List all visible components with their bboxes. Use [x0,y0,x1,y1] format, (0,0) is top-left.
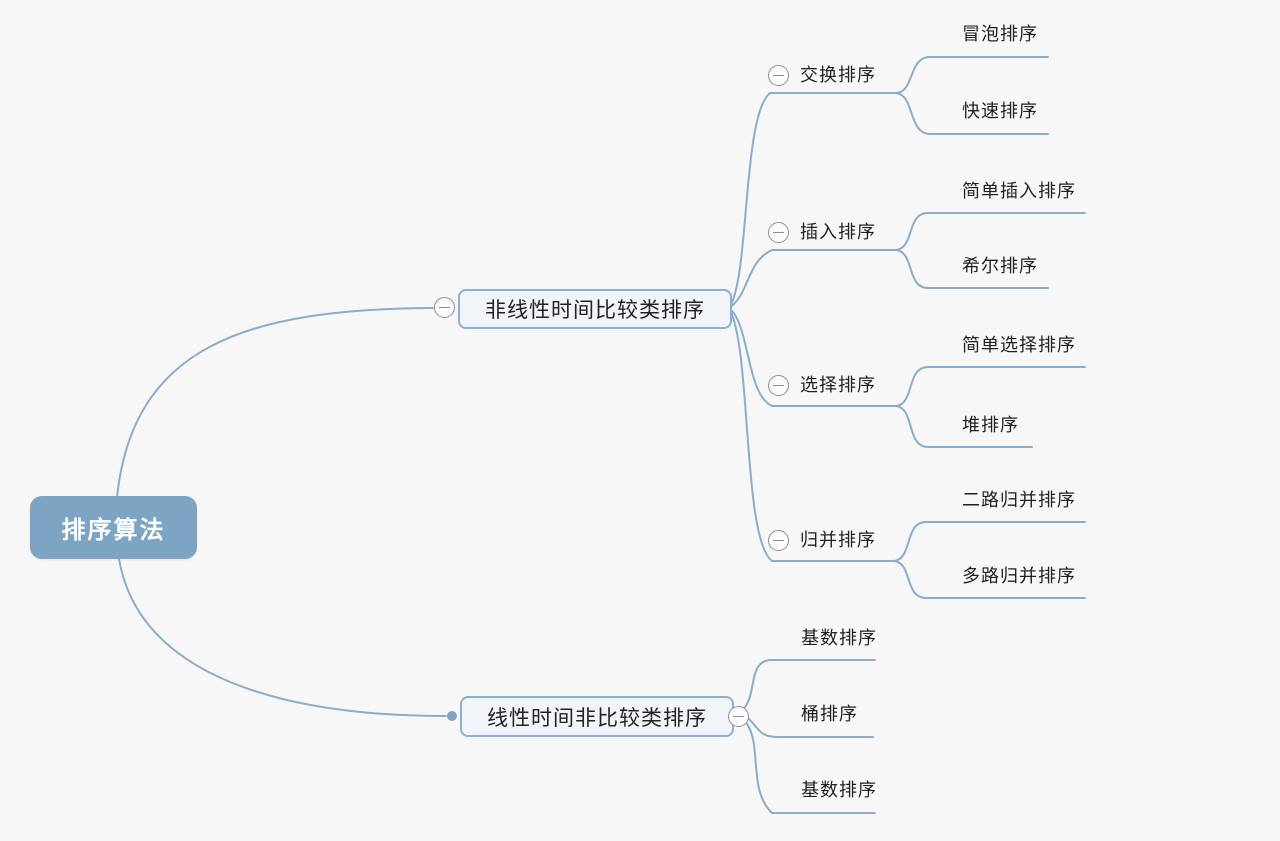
node-merge-sort[interactable]: 归并排序 [800,530,876,550]
connector-to-bucket-sort [748,718,874,738]
node-shell-sort[interactable]: 希尔排序 [962,256,1038,276]
connector-to-bubble-sort [895,56,1049,94]
node-selection-sort[interactable]: 选择排序 [800,375,876,395]
collapse-button-merge-sort[interactable] [768,530,789,551]
connector-to-insertion-sort [728,249,897,309]
node-simple-selection-sort[interactable]: 简单选择排序 [962,335,1076,355]
connector-to-selection-sort [728,307,897,407]
collapse-button-exchange-sort[interactable] [768,65,789,86]
connection-dot [447,711,457,721]
connector-to-radix-sort-2 [746,723,876,814]
connector-to-exchange-sort [728,92,897,309]
connector-to-shell-sort [895,249,1049,289]
node-radix-sort-2[interactable]: 基数排序 [801,780,877,800]
node-multi-way-merge-sort[interactable]: 多路归并排序 [962,566,1076,586]
collapse-button-top-branch[interactable] [434,297,455,318]
connector-root-to-bottom-branch [118,558,447,717]
connector-to-radix-sort-1 [744,659,876,708]
node-exchange-sort[interactable]: 交换排序 [800,65,876,85]
node-heap-sort[interactable]: 堆排序 [962,415,1019,435]
node-radix-sort-1[interactable]: 基数排序 [801,628,877,648]
node-two-way-merge-sort[interactable]: 二路归并排序 [962,490,1076,510]
node-simple-insertion-sort[interactable]: 简单插入排序 [962,181,1076,201]
connector-to-two-way-merge-sort [893,521,1086,562]
connector-to-multi-way-merge-sort [893,560,1086,599]
node-quick-sort[interactable]: 快速排序 [962,101,1038,121]
node-bubble-sort[interactable]: 冒泡排序 [962,24,1038,44]
node-insertion-sort[interactable]: 插入排序 [800,222,876,242]
connector-to-merge-sort [728,307,895,562]
node-bucket-sort[interactable]: 桶排序 [801,704,858,724]
connector-to-quick-sort [895,92,1049,135]
root-node-sorting-algorithms[interactable]: 排序算法 [30,496,197,559]
branch-node-comparison-sorts[interactable]: 非线性时间比较类排序 [458,289,732,329]
connector-root-to-top-branch [116,307,434,498]
collapse-button-insertion-sort[interactable] [768,222,789,243]
collapse-button-selection-sort[interactable] [768,375,789,396]
connector-to-heap-sort [895,405,1033,448]
branch-node-non-comparison-sorts[interactable]: 线性时间非比较类排序 [460,696,734,737]
connector-to-simple-selection-sort [895,366,1086,407]
connector-to-simple-insertion-sort [895,212,1086,251]
collapse-button-bottom-branch[interactable] [728,706,749,727]
